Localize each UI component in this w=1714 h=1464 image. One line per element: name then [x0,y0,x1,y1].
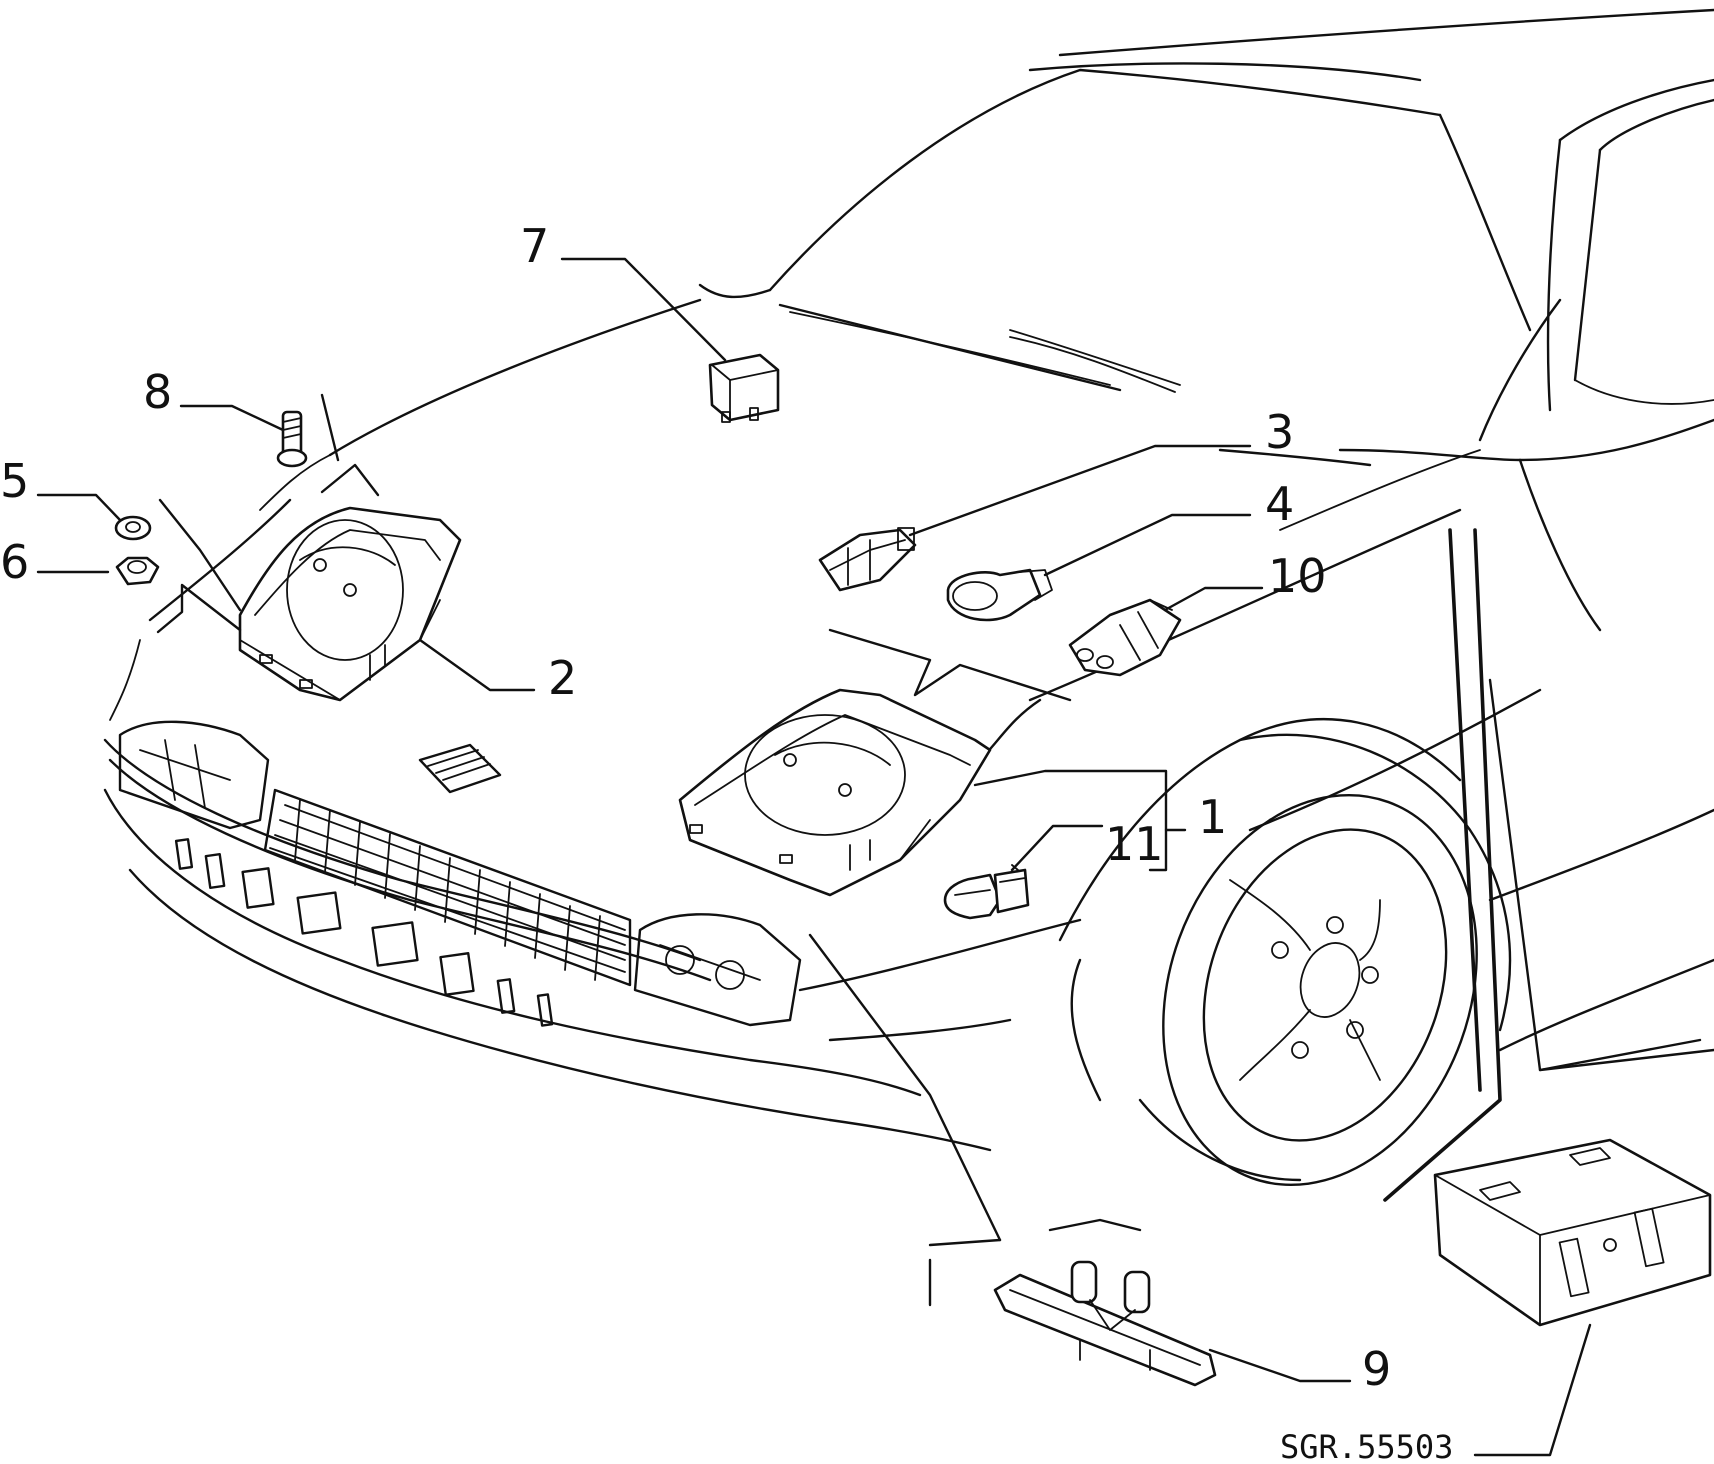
washer [114,515,152,541]
callout-2: 2 [548,651,577,705]
callout-5: 5 [0,454,29,508]
relay [708,353,780,423]
front-wheel [1138,793,1478,1187]
connector-3 [818,527,917,592]
connector-10 [1068,598,1182,677]
front-fog-lamp-left [118,720,270,830]
headlight-left [238,506,462,702]
headlight-switch-panel [1433,1138,1712,1327]
front-grille [263,743,632,987]
callout-10: 10 [1268,549,1327,603]
reference-code: SGR.55503 [1280,1428,1453,1464]
callout-9: 9 [1362,1342,1391,1396]
halogen-bulb [943,864,1030,920]
callout-4: 4 [1265,477,1294,531]
front-fog-lamp-right [633,913,802,1027]
bolt [276,410,308,468]
callout-6: 6 [0,535,29,589]
bulb-holder [946,568,1053,622]
callout-8: 8 [143,365,172,419]
bracket-with-studs [993,1260,1217,1387]
callout-7: 7 [520,219,549,273]
callout-3: 3 [1265,405,1294,459]
nut [115,556,160,586]
callout-labels: 7 8 5 6 2 3 4 10 1 11 9 SGR.55503 [0,219,1453,1464]
headlight-right [678,688,992,897]
bumper-vents [174,838,554,1027]
callout-11: 11 [1105,817,1164,871]
callout-1: 1 [1198,790,1227,844]
leader-lines [36,257,1714,1457]
